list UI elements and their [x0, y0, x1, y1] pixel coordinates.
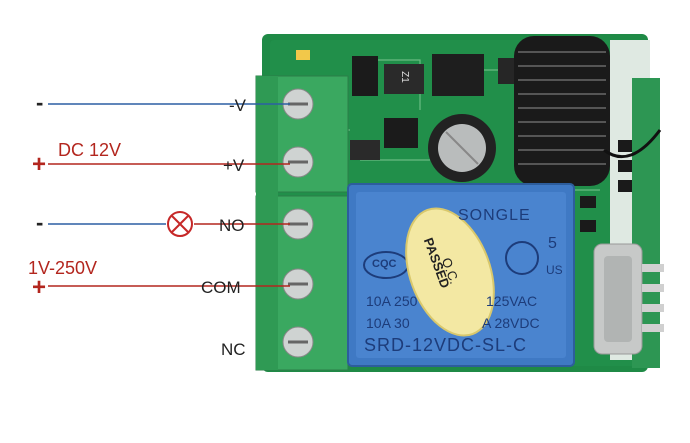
minus-sign-mid: -	[36, 210, 44, 235]
lamp-icon	[167, 211, 193, 237]
terminal-label-nc: NC	[221, 340, 246, 359]
ul-mark	[505, 241, 539, 275]
terminal-label-plus-v: +V	[223, 156, 245, 175]
chip-mid	[350, 140, 380, 160]
terminal-screws	[282, 88, 314, 358]
plus-sign-top: +	[32, 151, 47, 178]
relay-rating-1-left: 10A 250	[366, 293, 418, 309]
terminal-label-no: NO	[219, 216, 245, 235]
relay-rating-2-right: A 28VDC	[482, 315, 540, 331]
qc-sticker	[405, 207, 495, 337]
diode-bottom	[384, 118, 418, 148]
voltage-range-label: 1V-250V	[28, 258, 98, 278]
relay-ul-number: 5	[548, 235, 557, 252]
chip-z1	[384, 64, 424, 94]
led	[296, 50, 310, 60]
terminal-label-minus-v: -V	[229, 96, 246, 115]
terminal-block-face	[256, 76, 278, 370]
regulator-chip	[432, 54, 484, 96]
relay-ul-us: US	[546, 263, 563, 277]
diode-top	[352, 56, 378, 96]
board-diode-label: Z1	[398, 71, 410, 83]
relay-rating-2-left: 10A 30	[366, 315, 410, 331]
relay-rating-1-right: 125VAC	[486, 293, 538, 309]
plus-sign-bottom: +	[32, 274, 47, 301]
relay-brand: SONGLE	[458, 207, 531, 224]
crystal-pins	[642, 264, 664, 332]
terminal-label-com: COM	[201, 278, 241, 297]
relay-cert-cqc: CQC	[372, 258, 397, 270]
relay-model: SRD-12VDC-SL-C	[364, 335, 528, 355]
antenna-coil	[514, 36, 662, 186]
dc-12v-label: DC 12V	[58, 140, 122, 160]
header-pins	[580, 140, 632, 232]
minus-sign-top: -	[36, 90, 44, 115]
